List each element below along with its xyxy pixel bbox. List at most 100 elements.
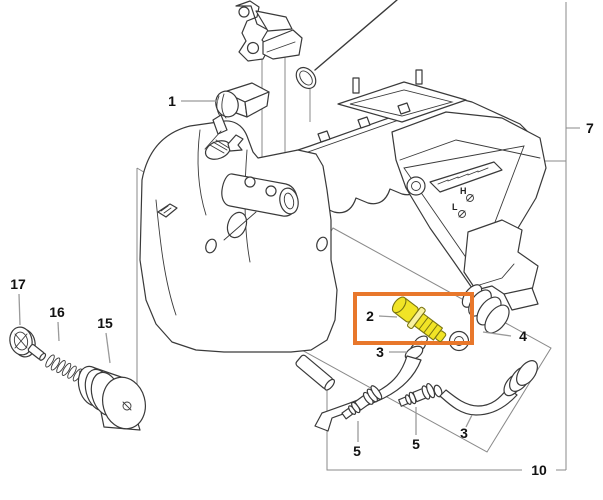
choke-rod-part bbox=[295, 0, 398, 90]
boss-end-hole bbox=[283, 192, 295, 210]
boss-end-tube bbox=[279, 187, 299, 215]
spring-coil-1 bbox=[45, 354, 55, 368]
high-speed-marking: H bbox=[460, 186, 467, 196]
callout-15[interactable]: 15 bbox=[97, 315, 113, 331]
low-speed-marking: L bbox=[452, 202, 458, 212]
arrow-marker bbox=[227, 134, 244, 152]
top-bracket-plate-line bbox=[266, 41, 296, 53]
pin-end bbox=[39, 352, 47, 361]
callout-4[interactable]: 4 bbox=[519, 328, 527, 344]
choke-knob-plate-side bbox=[244, 91, 270, 118]
carb-top-edge bbox=[399, 139, 541, 161]
high-screw-slash bbox=[466, 194, 474, 202]
carb-boss-ring bbox=[406, 176, 426, 196]
housing-oval-hole bbox=[226, 211, 248, 239]
leader-15 bbox=[105, 332, 111, 364]
callout-3-upper[interactable]: 3 bbox=[376, 344, 384, 360]
low-screw-slash bbox=[458, 210, 466, 218]
choke-rod-loop-inner bbox=[299, 70, 313, 86]
part-17-washer[interactable] bbox=[7, 325, 37, 359]
top-bracket-hole-1 bbox=[238, 6, 250, 18]
part-5-fitting-right[interactable] bbox=[397, 382, 436, 410]
grommet-ring-4 bbox=[484, 304, 510, 334]
tube-end bbox=[324, 378, 336, 391]
callout-labels: 1 2 3 4 3 5 5 7 10 15 16 17 bbox=[10, 93, 594, 478]
leader-2 bbox=[378, 315, 398, 318]
leader-16 bbox=[57, 321, 60, 342]
nipple-cap-end bbox=[391, 296, 407, 314]
leader-lines bbox=[18, 100, 512, 442]
washer-inner bbox=[13, 331, 29, 351]
callout-10[interactable]: 10 bbox=[531, 462, 547, 478]
highlight-box-part-2[interactable] bbox=[353, 292, 474, 345]
latch-detail-ribs bbox=[160, 205, 172, 214]
spring-coil-4 bbox=[61, 362, 72, 376]
nipple-tip bbox=[435, 330, 447, 343]
boss-hole-2 bbox=[265, 185, 277, 197]
callout-7[interactable]: 7 bbox=[586, 120, 594, 136]
top-bracket-plate bbox=[262, 29, 303, 60]
fuel-cap-ribs bbox=[209, 139, 230, 154]
part-2-fuel-nipple[interactable] bbox=[388, 292, 451, 348]
short-fuel-tube bbox=[295, 354, 336, 391]
choke-rod-wire bbox=[314, 0, 398, 71]
filter-mount-frame-inner bbox=[349, 89, 454, 117]
nipple-ribs bbox=[418, 316, 439, 337]
housing-small-oval-2 bbox=[316, 236, 328, 252]
stud-3 bbox=[397, 102, 411, 115]
top-bracket-hole-2 bbox=[246, 41, 260, 55]
carb-bracket-foot bbox=[503, 287, 539, 311]
stud-2 bbox=[357, 116, 371, 129]
callout-2[interactable]: 2 bbox=[366, 308, 374, 324]
stud-1 bbox=[317, 130, 331, 143]
fitting-nut-2 bbox=[426, 382, 436, 399]
engine-housing-part bbox=[139, 120, 338, 353]
part-1-choke-knob[interactable] bbox=[204, 82, 270, 150]
housing-seam-1 bbox=[197, 129, 207, 216]
carb-face bbox=[403, 145, 525, 273]
top-bracket-arm bbox=[255, 10, 293, 32]
callout-5-left[interactable]: 5 bbox=[353, 443, 361, 459]
spring-coil-3 bbox=[56, 360, 66, 374]
spring-coil-5 bbox=[67, 365, 77, 379]
leader-3b bbox=[465, 414, 473, 428]
hose-grommet-ring-3 bbox=[516, 360, 538, 386]
part-5-fitting-left[interactable] bbox=[339, 384, 383, 422]
long-hose-body bbox=[439, 387, 518, 416]
mount-post-2 bbox=[415, 69, 423, 85]
housing-oval-line bbox=[223, 211, 257, 241]
filter-mount-frame bbox=[337, 81, 467, 123]
choke-knob-rod bbox=[204, 130, 222, 150]
leader-4 bbox=[482, 331, 512, 337]
high-screw-symbol bbox=[466, 194, 474, 202]
low-screw-symbol bbox=[458, 210, 466, 218]
fitting-nut-3 bbox=[370, 385, 383, 400]
carb-bracket-line bbox=[475, 263, 515, 287]
choke-knob-ribs bbox=[216, 93, 227, 119]
knob-center bbox=[122, 401, 132, 411]
choke-knob-body bbox=[215, 90, 239, 118]
part-3-long-hose[interactable] bbox=[439, 357, 542, 416]
elbow-hose-body bbox=[314, 355, 422, 432]
callout-5-right[interactable]: 5 bbox=[412, 436, 420, 452]
carburetor-part: H L bbox=[391, 111, 547, 311]
callout-3-lower[interactable]: 3 bbox=[460, 425, 468, 441]
part-15-knob[interactable] bbox=[74, 363, 151, 433]
top-bracket-part bbox=[235, 0, 303, 62]
callout-17[interactable]: 17 bbox=[10, 276, 26, 292]
leader-17 bbox=[18, 293, 21, 326]
callout-16[interactable]: 16 bbox=[49, 304, 65, 320]
choke-rod-loop bbox=[295, 66, 317, 90]
washer-cross bbox=[14, 333, 28, 349]
carb-adjustment-markings: H L bbox=[452, 186, 474, 218]
spring-coil-2 bbox=[50, 357, 61, 371]
callout-1[interactable]: 1 bbox=[168, 93, 176, 109]
carb-boss-hole bbox=[411, 181, 421, 191]
housing-seam-2 bbox=[155, 199, 177, 316]
mount-post-1 bbox=[352, 77, 360, 94]
knob-slot bbox=[122, 401, 132, 411]
part-4-grommet[interactable] bbox=[459, 281, 514, 337]
housing-small-oval-1 bbox=[205, 238, 217, 254]
